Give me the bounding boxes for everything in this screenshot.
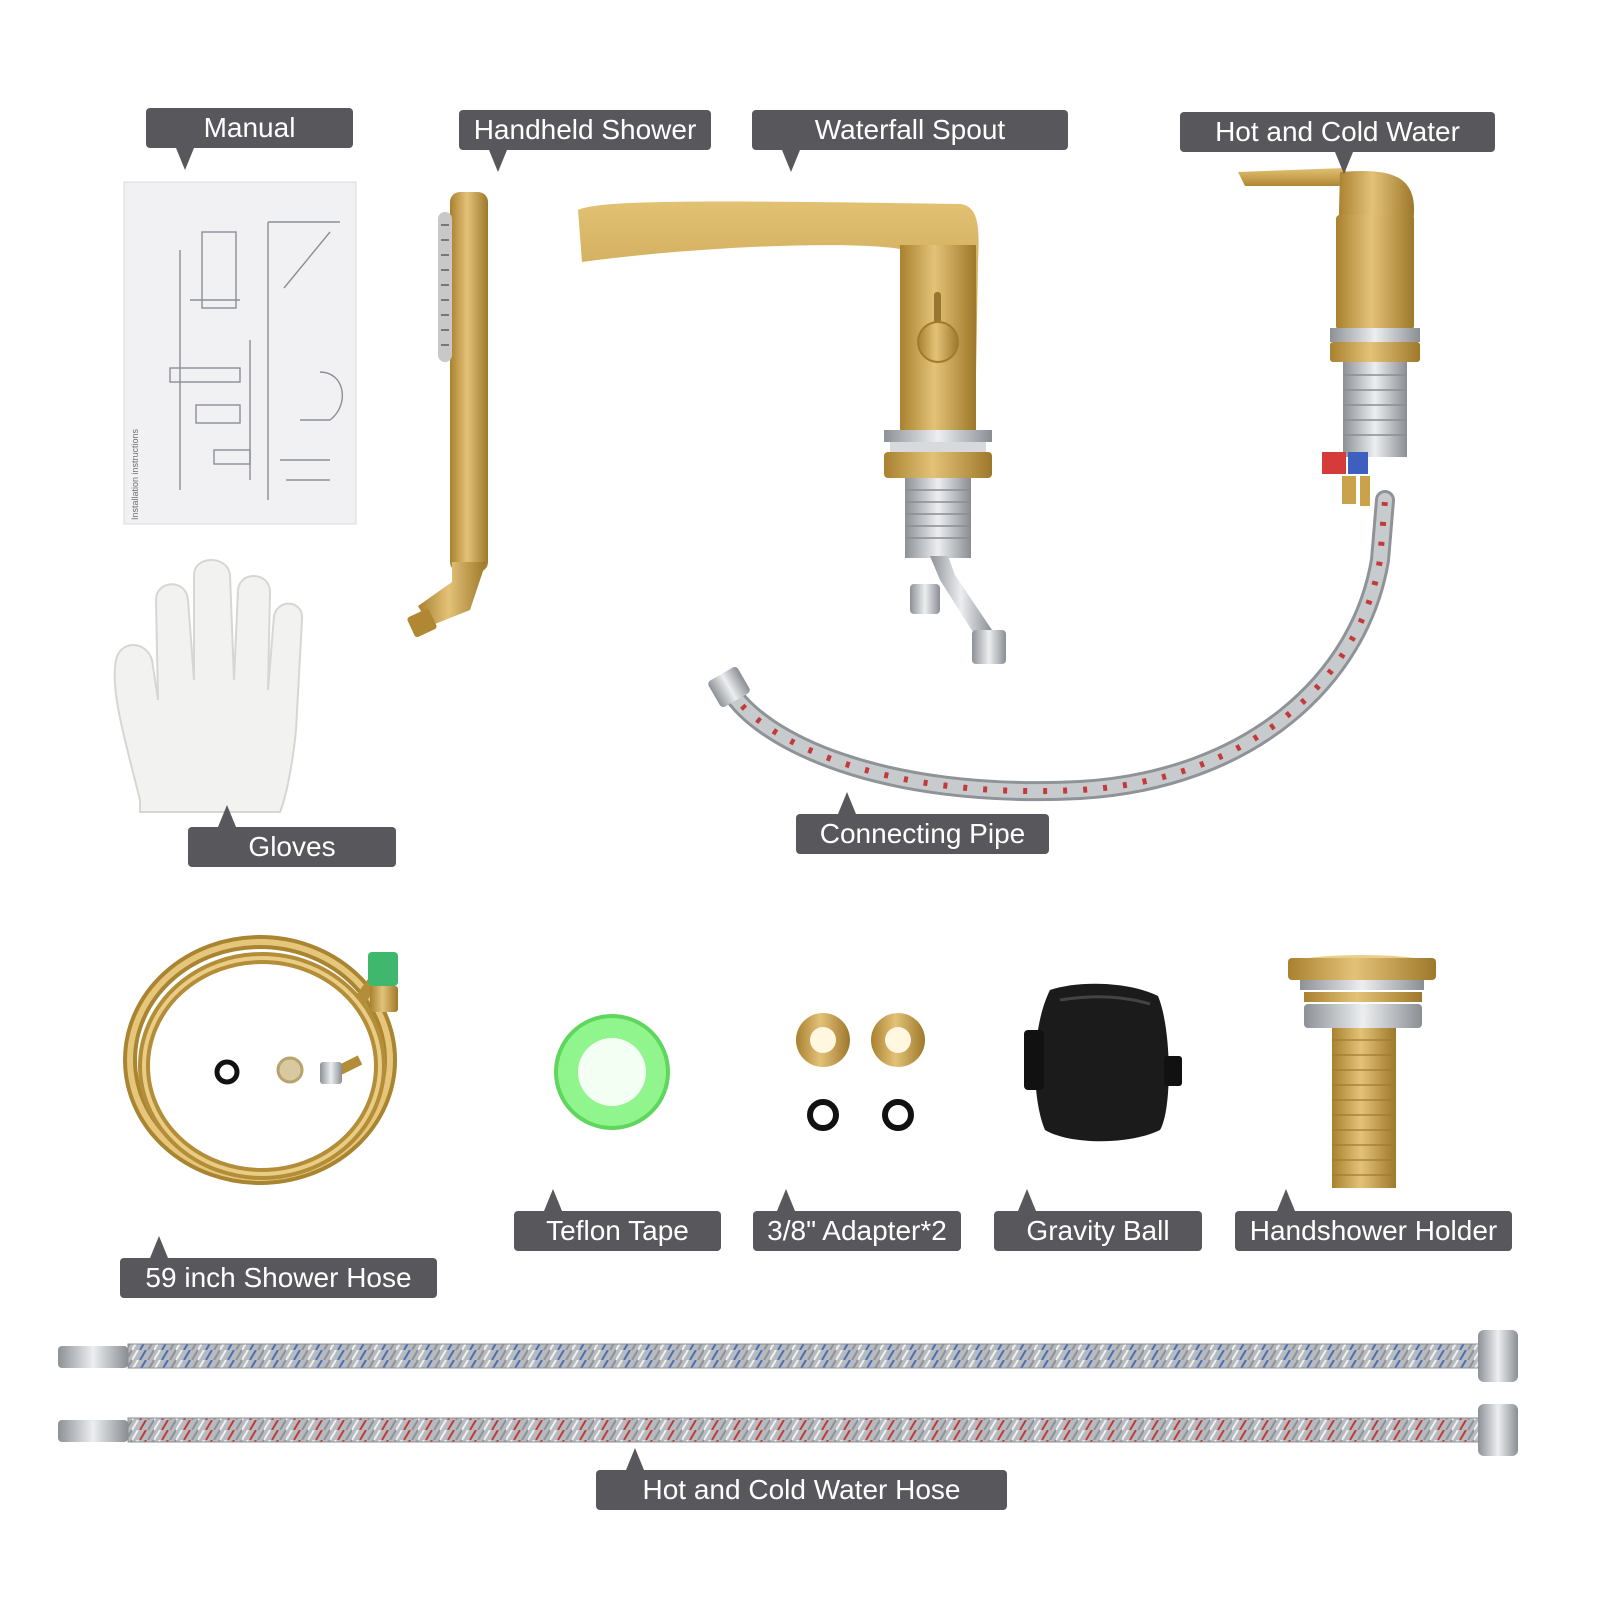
label-adapter: 3/8" Adapter*2 bbox=[753, 1189, 961, 1251]
label-handheld-shower: Handheld Shower bbox=[459, 110, 711, 172]
label-gravity-ball: Gravity Ball bbox=[994, 1189, 1202, 1251]
adapters bbox=[796, 1013, 925, 1131]
water-hose-red bbox=[58, 1404, 1518, 1456]
label-water-hose: Hot and Cold Water Hose bbox=[596, 1448, 1007, 1510]
label-hot-cold-water: Hot and Cold Water bbox=[1180, 112, 1495, 174]
manual-title: Installation instructions bbox=[130, 428, 140, 520]
water-hose-blue bbox=[58, 1330, 1518, 1382]
teflon-tape bbox=[554, 1014, 670, 1130]
shower-hose bbox=[123, 935, 398, 1185]
manual-sheet: Installation instructions bbox=[123, 181, 357, 525]
label-connecting-pipe: Connecting Pipe bbox=[796, 792, 1049, 854]
label-shower-hose: 59 inch Shower Hose bbox=[120, 1236, 437, 1298]
gravity-ball bbox=[1024, 983, 1182, 1142]
handshower-holder bbox=[1288, 955, 1436, 1188]
waterfall-spout bbox=[578, 201, 1006, 664]
label-handshower-holder: Handshower Holder bbox=[1235, 1189, 1512, 1251]
label-waterfall-spout: Waterfall Spout bbox=[752, 110, 1068, 172]
label-teflon-tape: Teflon Tape bbox=[514, 1189, 721, 1251]
gloves bbox=[113, 559, 304, 813]
handheld-shower bbox=[407, 192, 488, 638]
label-manual: Manual bbox=[146, 108, 353, 170]
hot-cold-faucet bbox=[1238, 168, 1420, 506]
connecting-pipe bbox=[708, 490, 1395, 801]
label-gloves: Gloves bbox=[188, 805, 396, 867]
